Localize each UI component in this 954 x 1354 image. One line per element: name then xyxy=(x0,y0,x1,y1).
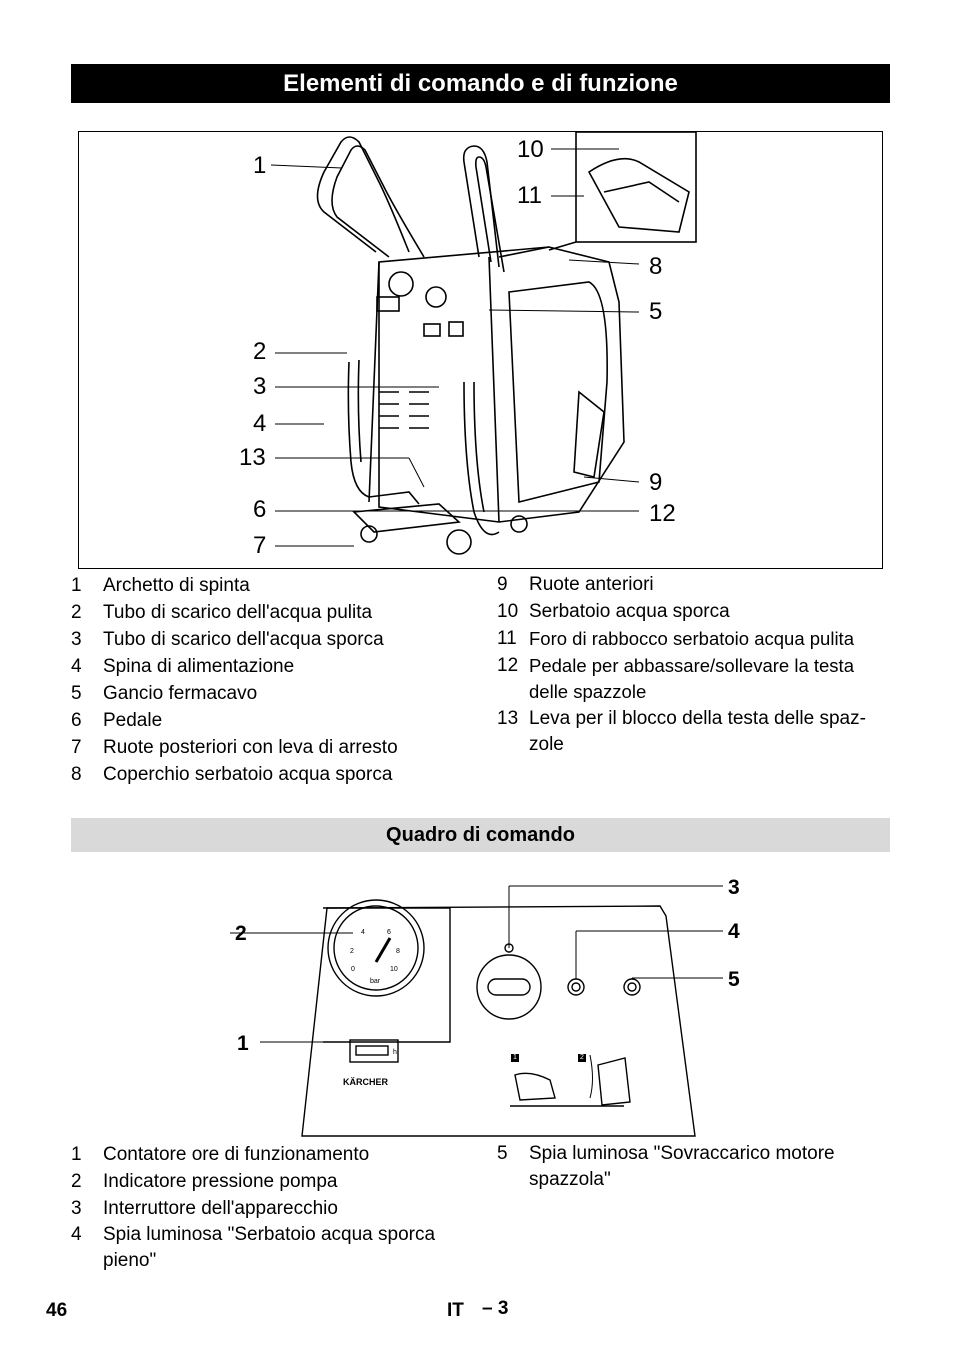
hour-unit: h xyxy=(393,1049,397,1056)
page-subnumber: – 3 xyxy=(482,1298,509,1319)
language-code: IT xyxy=(447,1300,464,1321)
callout-13: 13 xyxy=(239,444,266,471)
gauge-tick-8: 8 xyxy=(396,948,400,955)
gauge-tick-6: 6 xyxy=(387,929,391,936)
panel-callout-1: 1 xyxy=(237,1032,249,1055)
callout-3: 3 xyxy=(253,373,267,400)
brand-logo: KÄRCHER xyxy=(343,1077,389,1087)
panel-callout-4: 4 xyxy=(728,920,740,943)
page-number: 46 xyxy=(46,1300,68,1321)
subsection-title: Quadro di comando xyxy=(71,818,890,852)
step-badge-1: 1 xyxy=(511,1054,519,1062)
panel-callout-2: 2 xyxy=(235,922,247,945)
machine-illustration: 1 2 3 4 13 6 7 10 11 8 5 9 12 xyxy=(78,131,883,569)
callout-9: 9 xyxy=(649,469,663,496)
callout-12: 12 xyxy=(649,500,676,527)
callout-7: 7 xyxy=(253,532,267,559)
gauge-tick-4: 4 xyxy=(361,929,365,936)
control-panel-drawing: 0 2 4 6 8 10 bar h KÄRCHER xyxy=(230,885,723,1137)
callout-1: 1 xyxy=(253,152,267,179)
panel-callout-3: 3 xyxy=(728,876,740,899)
panel-callout-5: 5 xyxy=(728,968,740,991)
control-panel-illustration: 0 2 4 6 8 10 bar h KÄRCHER 2 1 3 4 5 1 2 xyxy=(230,870,750,1140)
machine-drawing xyxy=(270,132,697,555)
callout-5: 5 xyxy=(649,298,663,325)
callout-6: 6 xyxy=(253,496,267,523)
callout-10: 10 xyxy=(517,136,544,163)
gauge-tick-10: 10 xyxy=(390,966,398,973)
section-title: Elementi di comando e di funzione xyxy=(71,64,890,103)
step-badge-2: 2 xyxy=(578,1054,586,1062)
gauge-tick-0: 0 xyxy=(351,966,355,973)
callout-4: 4 xyxy=(253,410,267,437)
callout-8: 8 xyxy=(649,253,663,280)
gauge-tick-2: 2 xyxy=(350,948,354,955)
callout-2: 2 xyxy=(253,338,267,365)
gauge-unit: bar xyxy=(370,978,381,985)
callout-11: 11 xyxy=(517,182,542,209)
